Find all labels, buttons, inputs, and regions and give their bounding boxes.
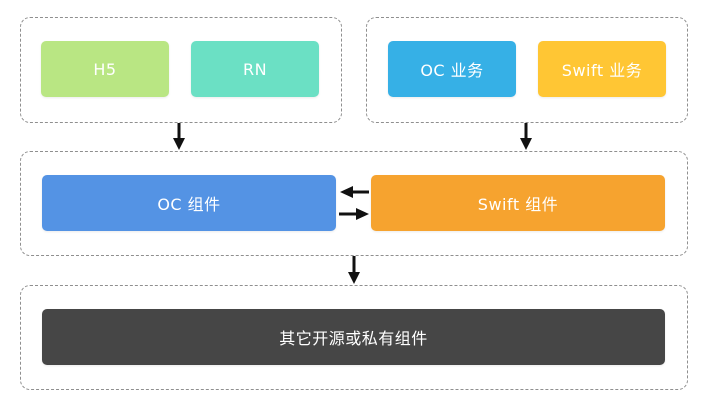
oc-business-label: OC 业务 — [420, 61, 484, 80]
third-party-component-label: 其它开源或私有组件 — [279, 329, 428, 348]
oc-component-label: OC 组件 — [157, 195, 221, 214]
oc-component-block: OC 组件 — [42, 175, 336, 231]
third-party-layer-group — [20, 285, 688, 390]
arrowhead-down-icon — [348, 272, 360, 284]
arrowhead-down-icon — [520, 138, 532, 150]
native-business-group — [366, 17, 688, 123]
rn-label: RN — [242, 59, 268, 79]
hybrid-layer-group — [20, 17, 342, 123]
h5-label: H5 — [93, 59, 117, 79]
rn-block: RN — [191, 41, 319, 97]
component-layer-group — [20, 151, 688, 256]
h5-block: H5 — [41, 41, 169, 97]
arrowhead-right-icon — [356, 208, 369, 220]
third-party-component-block: 其它开源或私有组件 — [42, 309, 665, 365]
swift-component-label: Swift 组件 — [477, 195, 559, 214]
swift-business-label: Swift 业务 — [561, 61, 643, 80]
arrowhead-down-icon — [173, 138, 185, 150]
swift-business-block: Swift 业务 — [538, 41, 666, 97]
oc-business-block: OC 业务 — [388, 41, 516, 97]
swift-component-block: Swift 组件 — [371, 175, 665, 231]
arrowhead-left-icon — [340, 186, 353, 198]
